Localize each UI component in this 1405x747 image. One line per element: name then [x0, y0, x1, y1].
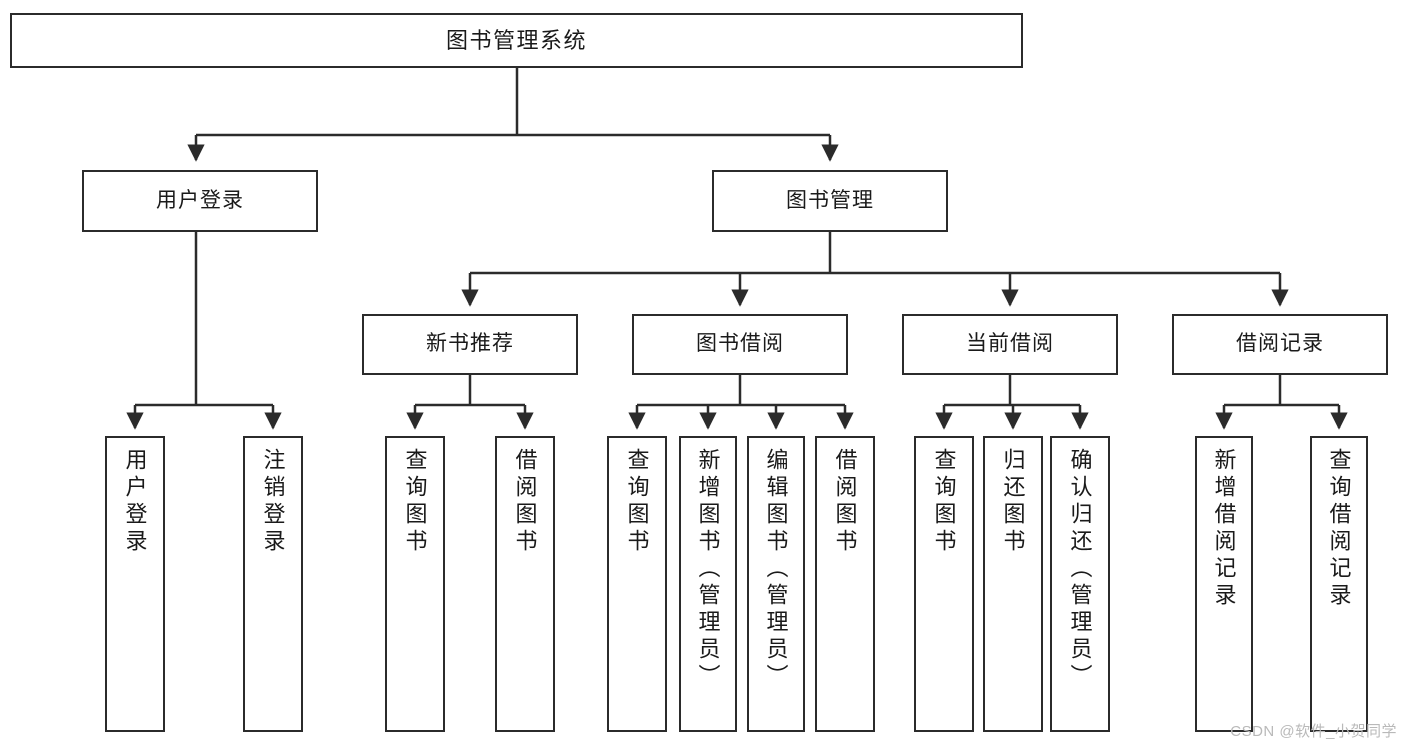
node-label: 借阅记录 [1236, 332, 1324, 356]
node-current-borrow[interactable]: 当前借阅 [902, 314, 1118, 375]
node-book-borrow[interactable]: 图书借阅 [632, 314, 848, 375]
node-label: 用户登录 [156, 188, 244, 212]
node-label: 图书管理系统 [445, 27, 587, 53]
node-user-login[interactable]: 用户登录 [82, 170, 318, 232]
leaf-book-borrow-query-book[interactable]: 查询图书 [607, 436, 667, 732]
leaf-book-borrow-add-book-admin[interactable]: 新增图书（管理员） [679, 436, 737, 732]
node-label: 新增图书（管理员） [695, 448, 721, 691]
node-label: 编辑图书（管理员） [763, 448, 789, 691]
node-book-management[interactable]: 图书管理 [712, 170, 948, 232]
node-label: 新增借阅记录 [1211, 448, 1237, 610]
leaf-borrow-record-add-record[interactable]: 新增借阅记录 [1195, 436, 1253, 732]
node-label: 图书管理 [786, 188, 874, 212]
node-label: 图书借阅 [696, 332, 784, 356]
node-label: 注销登录 [260, 448, 286, 556]
node-root-book-management-system[interactable]: 图书管理系统 [10, 13, 1023, 68]
node-label: 查询图书 [931, 448, 957, 556]
node-label: 查询借阅记录 [1326, 448, 1352, 610]
node-label: 确认归还（管理员） [1067, 448, 1093, 691]
leaf-current-borrow-confirm-return-admin[interactable]: 确认归还（管理员） [1050, 436, 1110, 732]
leaf-book-borrow-borrow-book[interactable]: 借阅图书 [815, 436, 875, 732]
leaf-current-borrow-return-book[interactable]: 归还图书 [983, 436, 1043, 732]
node-label: 当前借阅 [966, 332, 1054, 356]
leaf-current-borrow-query-book[interactable]: 查询图书 [914, 436, 974, 732]
node-label: 借阅图书 [512, 448, 538, 556]
node-label: 查询图书 [624, 448, 650, 556]
node-label: 借阅图书 [832, 448, 858, 556]
node-label: 归还图书 [1000, 448, 1026, 556]
node-borrow-record[interactable]: 借阅记录 [1172, 314, 1388, 375]
node-label: 查询图书 [402, 448, 428, 556]
node-label: 新书推荐 [426, 332, 514, 356]
leaf-user-login-login[interactable]: 用户登录 [105, 436, 165, 732]
leaf-new-book-borrow-book[interactable]: 借阅图书 [495, 436, 555, 732]
leaf-borrow-record-query-record[interactable]: 查询借阅记录 [1310, 436, 1368, 732]
leaf-user-login-logout[interactable]: 注销登录 [243, 436, 303, 732]
node-new-book-recommend[interactable]: 新书推荐 [362, 314, 578, 375]
node-label: 用户登录 [122, 448, 148, 556]
leaf-new-book-query-book[interactable]: 查询图书 [385, 436, 445, 732]
leaf-book-borrow-edit-book-admin[interactable]: 编辑图书（管理员） [747, 436, 805, 732]
